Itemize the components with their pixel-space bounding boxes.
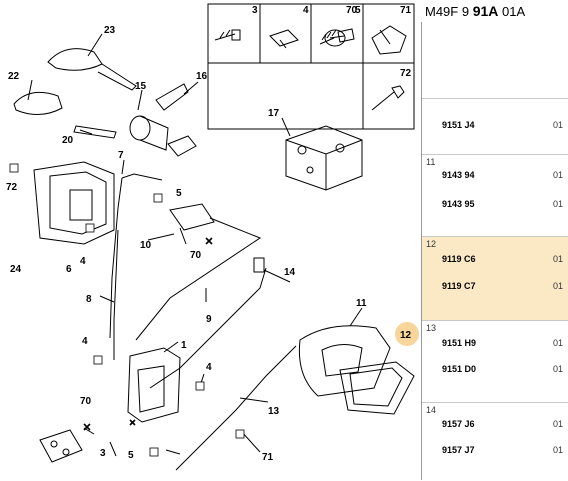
header-prefix: M49F 9 [425, 4, 473, 19]
latch-assembly-24 [33, 161, 115, 245]
header-bold: 91A [472, 3, 499, 19]
table-row[interactable]: 13 9151 H9 01 9151 D0 01 [422, 320, 568, 403]
row-number: 13 [426, 323, 437, 333]
callout-20: 20 [62, 135, 74, 146]
strap-3 [39, 429, 83, 463]
clip-set-17 [285, 125, 363, 191]
callout-3: 3 [100, 448, 106, 459]
box-label-71: 71 [400, 5, 412, 16]
table-row[interactable]: 11 9143 94 01 9143 95 01 [422, 154, 568, 237]
small-parts-box [207, 3, 415, 130]
callout-4b: 4 [82, 336, 88, 347]
part-qty: 01 [553, 254, 564, 264]
row-number: 11 [426, 157, 436, 167]
callout-14: 14 [284, 267, 296, 278]
door-lock-1 [127, 347, 181, 423]
callout-13: 13 [268, 406, 280, 417]
callout-15: 15 [135, 81, 147, 92]
key-22 [13, 91, 63, 115]
callout-24: 24 [10, 264, 22, 275]
row-number: 14 [426, 405, 437, 415]
rod-8 [113, 229, 119, 360]
part-ref[interactable]: 9143 94 [442, 170, 475, 180]
callout-70a: 70 [190, 250, 202, 261]
part-ref[interactable]: 9151 D0 [442, 364, 477, 374]
lock-cylinder [129, 83, 197, 157]
callout-23: 23 [104, 25, 116, 36]
part-qty: 01 [553, 199, 564, 209]
box-label-72: 72 [400, 68, 412, 79]
part-qty: 01 [553, 419, 564, 429]
callout-12: 12 [400, 330, 412, 341]
callout-16: 16 [196, 71, 208, 82]
callout-11: 11 [356, 298, 367, 309]
box-label-70: 70 [346, 5, 358, 16]
callout-17: 17 [268, 108, 280, 119]
part-ref[interactable]: 9119 C6 [442, 254, 476, 264]
table-row[interactable]: 14 9157 J6 01 9157 J7 01 [422, 402, 568, 481]
callout-7: 7 [118, 150, 124, 161]
callout-10: 10 [140, 240, 152, 251]
diagram-reference-header: M49F 9 91A 01A [422, 0, 568, 22]
callout-12-highlight [395, 322, 419, 346]
part-ref[interactable]: 9119 C7 [442, 281, 476, 291]
rod-7 [109, 173, 163, 339]
callout-1: 1 [181, 340, 187, 351]
part-ref[interactable]: 9143 95 [442, 199, 475, 209]
box-label-4: 4 [303, 5, 309, 16]
part-qty: 01 [553, 281, 564, 291]
header-suffix: 01A [498, 4, 526, 19]
part-qty: 01 [553, 445, 564, 455]
callout-6: 6 [66, 264, 72, 275]
callout-5b: 5 [128, 450, 134, 461]
part-qty: 01 [553, 338, 564, 348]
callout-72: 72 [6, 182, 18, 193]
part-ref[interactable]: 9157 J6 [442, 419, 475, 429]
part-ref[interactable]: 9157 J7 [442, 445, 475, 455]
row-number: 12 [426, 239, 437, 249]
part-qty: 01 [553, 120, 564, 130]
box-label-3: 3 [252, 5, 258, 16]
bracket-10 [169, 203, 215, 245]
callout-5a: 5 [176, 188, 182, 199]
part-ref[interactable]: 9151 J4 [442, 120, 475, 130]
callout-70b: 70 [80, 396, 92, 407]
callout-71: 71 [262, 452, 274, 463]
callout-8: 8 [86, 294, 92, 305]
table-row-highlighted[interactable]: 12 9119 C6 01 9119 C7 01 [422, 236, 568, 321]
callout-4a: 4 [80, 256, 86, 267]
inner-handle-11 [298, 325, 391, 397]
part-ref[interactable]: 9151 H9 [442, 338, 477, 348]
part-qty: 01 [553, 364, 564, 374]
table-row[interactable]: 9151 J4 01 [422, 98, 568, 155]
key-blade-20 [73, 125, 117, 139]
parts-table: 9151 J4 01 11 9143 94 01 9143 95 01 12 9… [421, 22, 568, 480]
box-label-5: 5 [355, 5, 361, 16]
callout-9: 9 [206, 314, 212, 325]
exploded-parts-diagram: 23 22 20 15 16 17 7 72 5 4 10 70 24 6 14… [6, 3, 419, 471]
part-qty: 01 [553, 170, 564, 180]
rod-9 [135, 217, 262, 341]
rod-14 [149, 267, 267, 389]
key-23 [47, 48, 137, 91]
callout-22: 22 [8, 71, 20, 82]
trim-bezel-12 [339, 361, 415, 415]
callout-4c: 4 [206, 362, 212, 373]
